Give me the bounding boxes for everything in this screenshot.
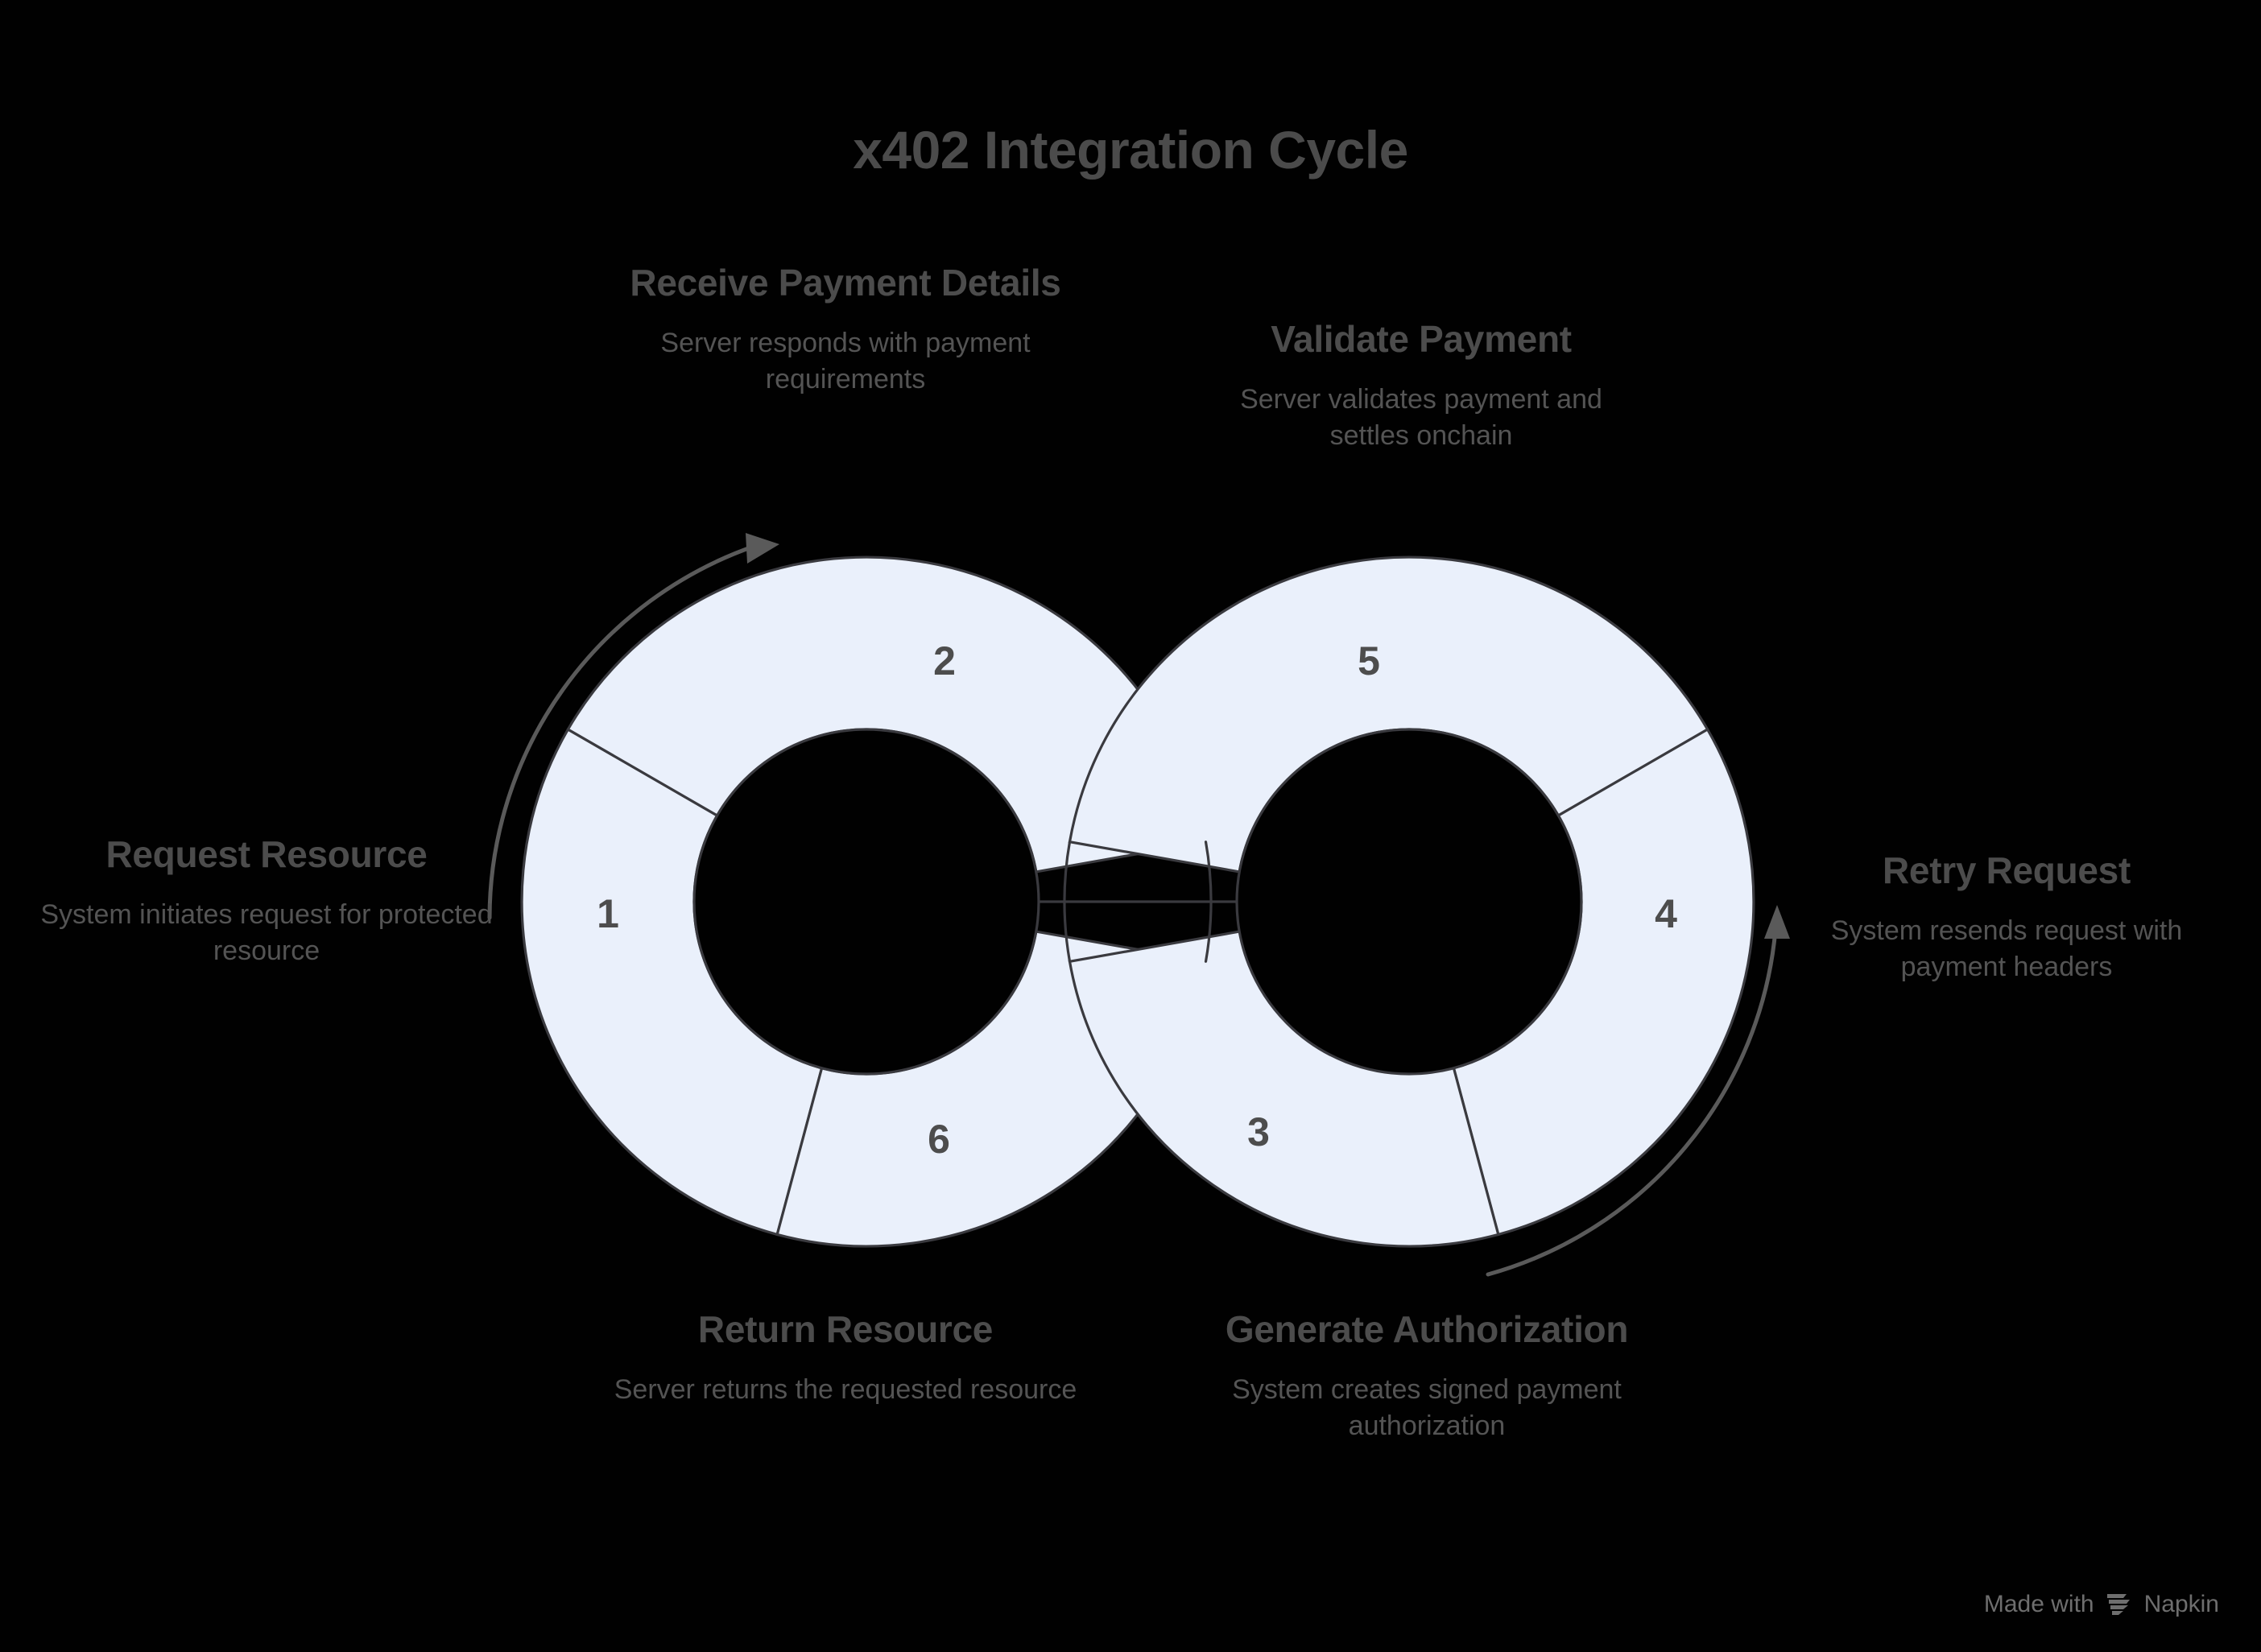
node-4-description: System resends request with payment head… xyxy=(1830,915,2183,983)
node-retry-request[interactable]: Retry Request System resends request wit… xyxy=(1781,849,2232,985)
segment-number-3: 3 xyxy=(1247,1109,1270,1154)
node-generate-authorization[interactable]: Generate Authorization System creates si… xyxy=(1209,1308,1644,1444)
segment-number-2: 2 xyxy=(933,638,956,684)
segment-number-6: 6 xyxy=(928,1117,950,1162)
node-1-title: Request Resource xyxy=(105,833,428,875)
node-2-description: Server responds with payment requirement… xyxy=(660,328,1031,395)
node-return-resource[interactable]: Return Resource Server returns the reque… xyxy=(612,1308,1079,1408)
segment-number-5: 5 xyxy=(1358,638,1380,684)
node-receive-payment-details[interactable]: Receive Payment Details Server responds … xyxy=(612,262,1079,398)
node-6-description: Server returns the requested resource xyxy=(614,1374,1077,1406)
left-ring-hole xyxy=(692,728,1040,1076)
made-with-napkin-credit[interactable]: Made with Napkin xyxy=(1984,1591,2219,1618)
node-5-description: Server validates payment and settles onc… xyxy=(1240,384,1602,452)
flow-arrow-left xyxy=(487,533,779,920)
node-4-title: Retry Request xyxy=(1883,849,2131,891)
node-request-resource[interactable]: Request Resource System initiates reques… xyxy=(37,833,496,969)
node-3-title: Generate Authorization xyxy=(1225,1308,1629,1350)
node-6-title: Return Resource xyxy=(697,1308,994,1350)
node-3-description: System creates signed payment authorizat… xyxy=(1232,1374,1622,1442)
page-title: x402 Integration Cycle xyxy=(853,120,1408,180)
credit-prefix: Made with xyxy=(1983,1591,2094,1617)
node-5-title: Validate Payment xyxy=(1271,318,1572,360)
node-1-description: System initiates request for protected r… xyxy=(40,899,493,967)
flow-arrow-right xyxy=(1486,905,1790,1277)
right-ring-hole xyxy=(1235,728,1583,1076)
node-2-title: Receive Payment Details xyxy=(630,262,1061,304)
credit-brand: Napkin xyxy=(2143,1591,2219,1617)
segment-number-4: 4 xyxy=(1655,891,1677,936)
segment-number-1: 1 xyxy=(597,891,619,936)
node-validate-payment[interactable]: Validate Payment Server validates paymen… xyxy=(1208,318,1635,454)
napkin-logo-icon xyxy=(2106,1591,2133,1618)
